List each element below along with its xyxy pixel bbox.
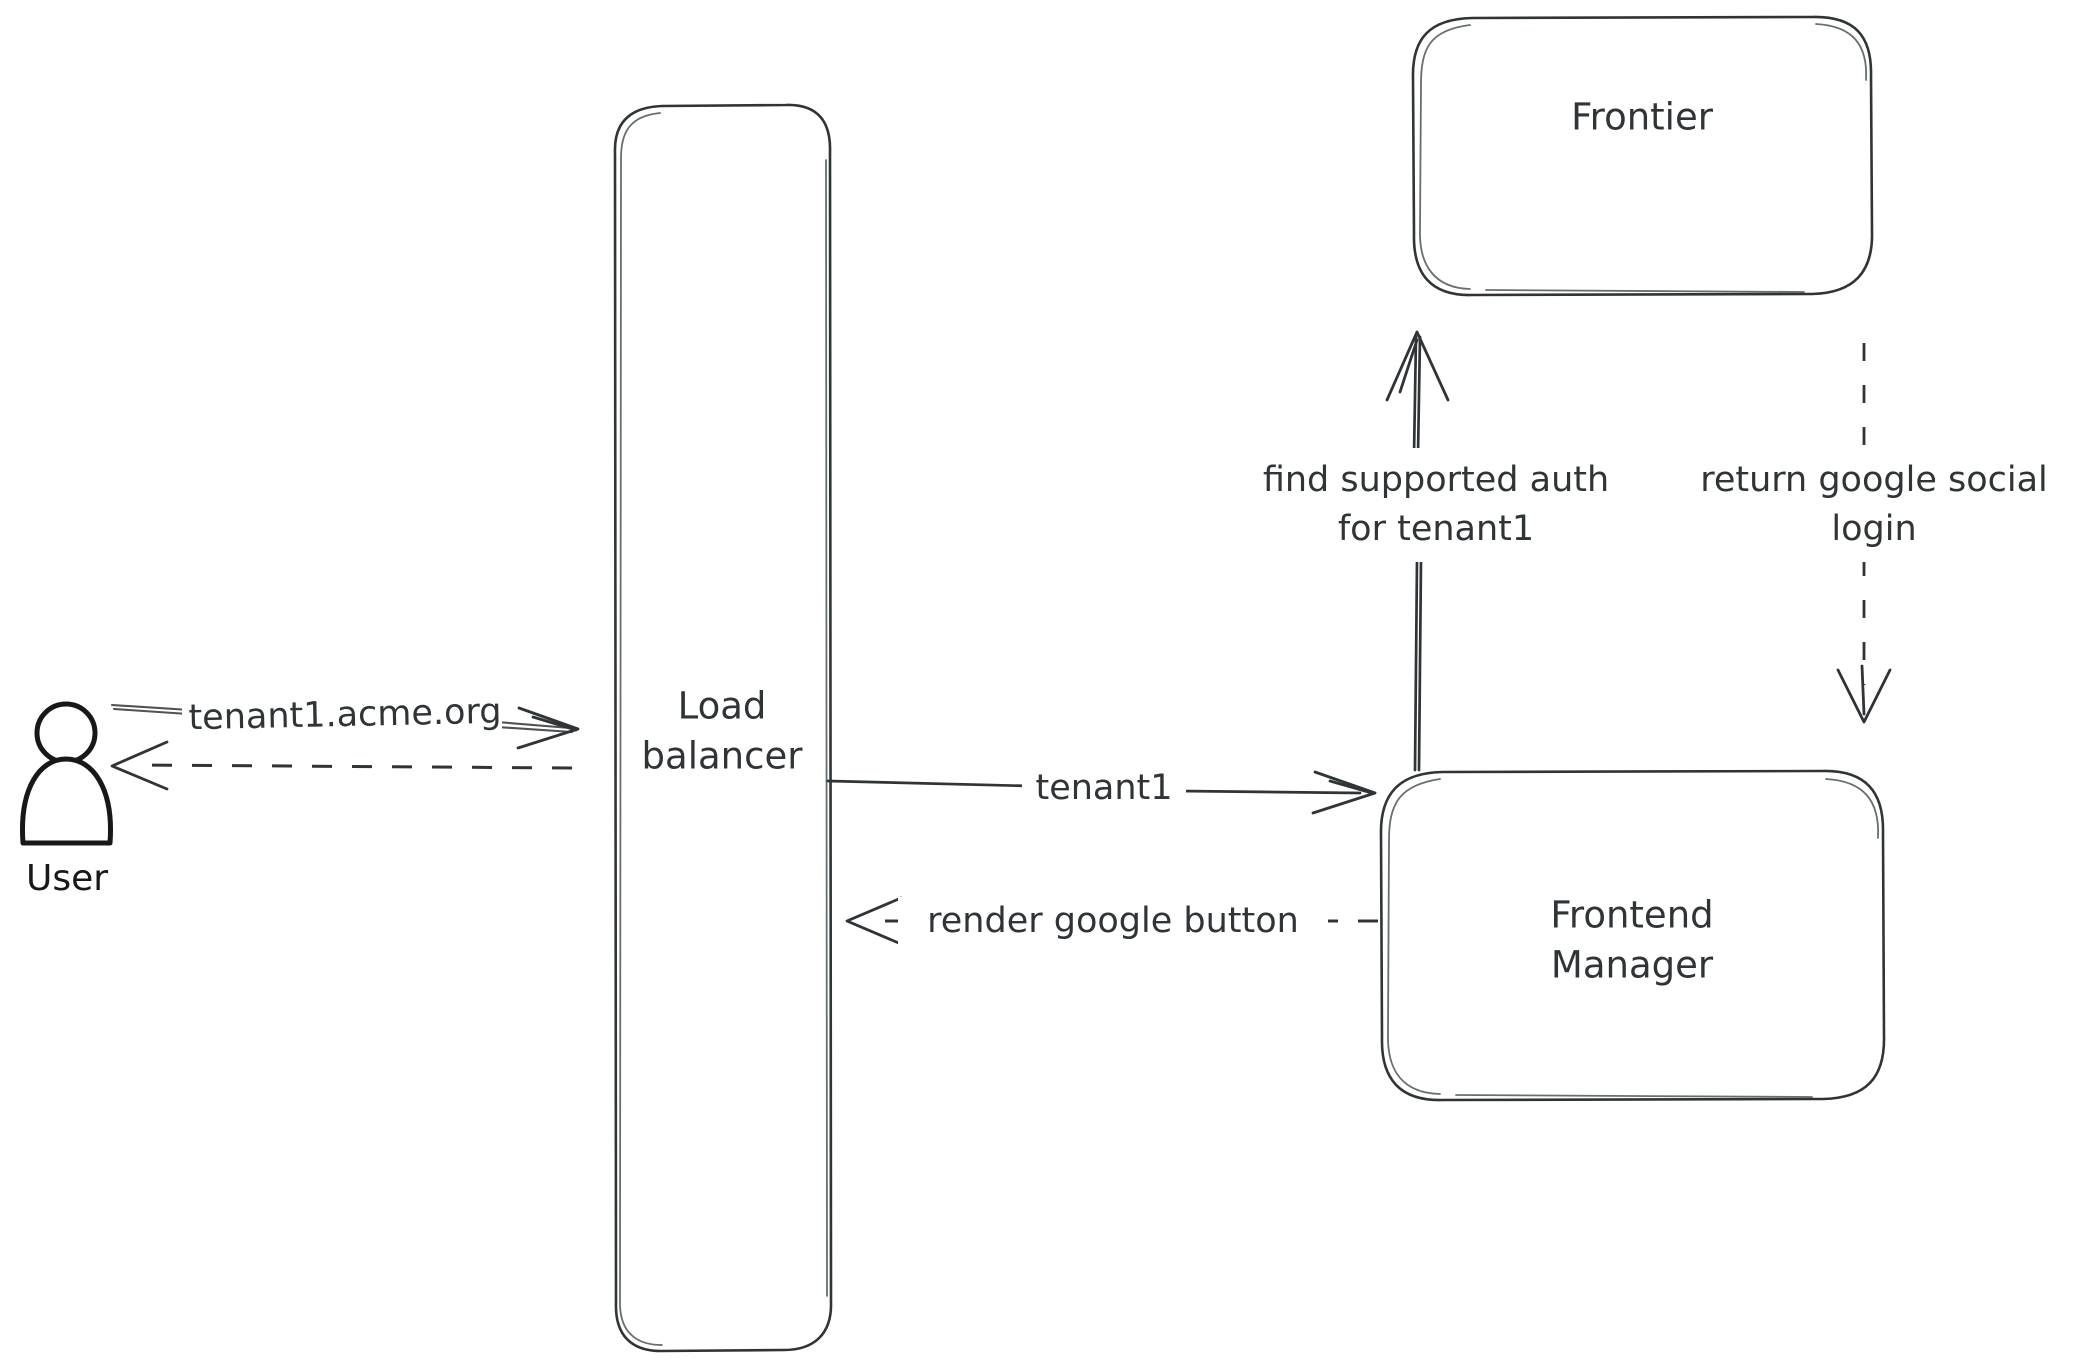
- edge-frontier-to-frontend-manager[interactable]: return google social login: [1662, 343, 2082, 724]
- edge-label-return-google-social-line1: return google social: [1700, 460, 2048, 500]
- actor-user-label: User: [26, 858, 108, 899]
- edge-load-balancer-to-frontend-manager[interactable]: tenant1: [826, 764, 1377, 815]
- node-load-balancer-label-line2: balancer: [642, 735, 804, 778]
- edge-load-balancer-to-user[interactable]: [110, 740, 573, 791]
- edge-user-to-load-balancer[interactable]: tenant1.acme.org: [110, 692, 580, 750]
- edge-label-find-supported-auth-line1: find supported auth: [1263, 460, 1609, 500]
- node-frontier[interactable]: Frontier: [1411, 15, 1874, 297]
- node-frontend-manager[interactable]: Frontend Manager: [1379, 769, 1886, 1102]
- edge-frontend-manager-to-load-balancer[interactable]: render google button: [845, 896, 1378, 947]
- node-load-balancer-label-line1: Load: [678, 685, 767, 728]
- node-frontier-label: Frontier: [1571, 96, 1714, 139]
- arrowhead-down-frontier-fm: [1836, 664, 1892, 724]
- edge-label-tenant1: tenant1: [1035, 768, 1172, 808]
- arrowhead-left-lb-user: [110, 740, 169, 791]
- node-frontend-manager-label-line2: Manager: [1551, 944, 1714, 987]
- edge-label-return-google-social-line2: login: [1831, 509, 1916, 549]
- arrowhead-left-fm-lb: [845, 896, 903, 946]
- edge-label-find-supported-auth-line2: for tenant1: [1338, 509, 1534, 549]
- arrowhead-right-user-lb: [516, 706, 580, 750]
- arrowhead-up-fm-frontier: [1385, 330, 1450, 402]
- actor-user[interactable]: User: [20, 701, 113, 899]
- edge-label-render-google-button: render google button: [927, 901, 1299, 941]
- edge-frontend-manager-to-frontier[interactable]: find supported auth for tenant1: [1222, 330, 1652, 772]
- node-load-balancer[interactable]: Load balancer: [613, 103, 833, 1353]
- node-frontend-manager-label-line1: Frontend: [1550, 894, 1713, 937]
- edge-label-tenant1-acme-org: tenant1.acme.org: [188, 692, 502, 739]
- person-actor-icon: [20, 701, 113, 846]
- arrowhead-right-lb-fm: [1311, 770, 1377, 815]
